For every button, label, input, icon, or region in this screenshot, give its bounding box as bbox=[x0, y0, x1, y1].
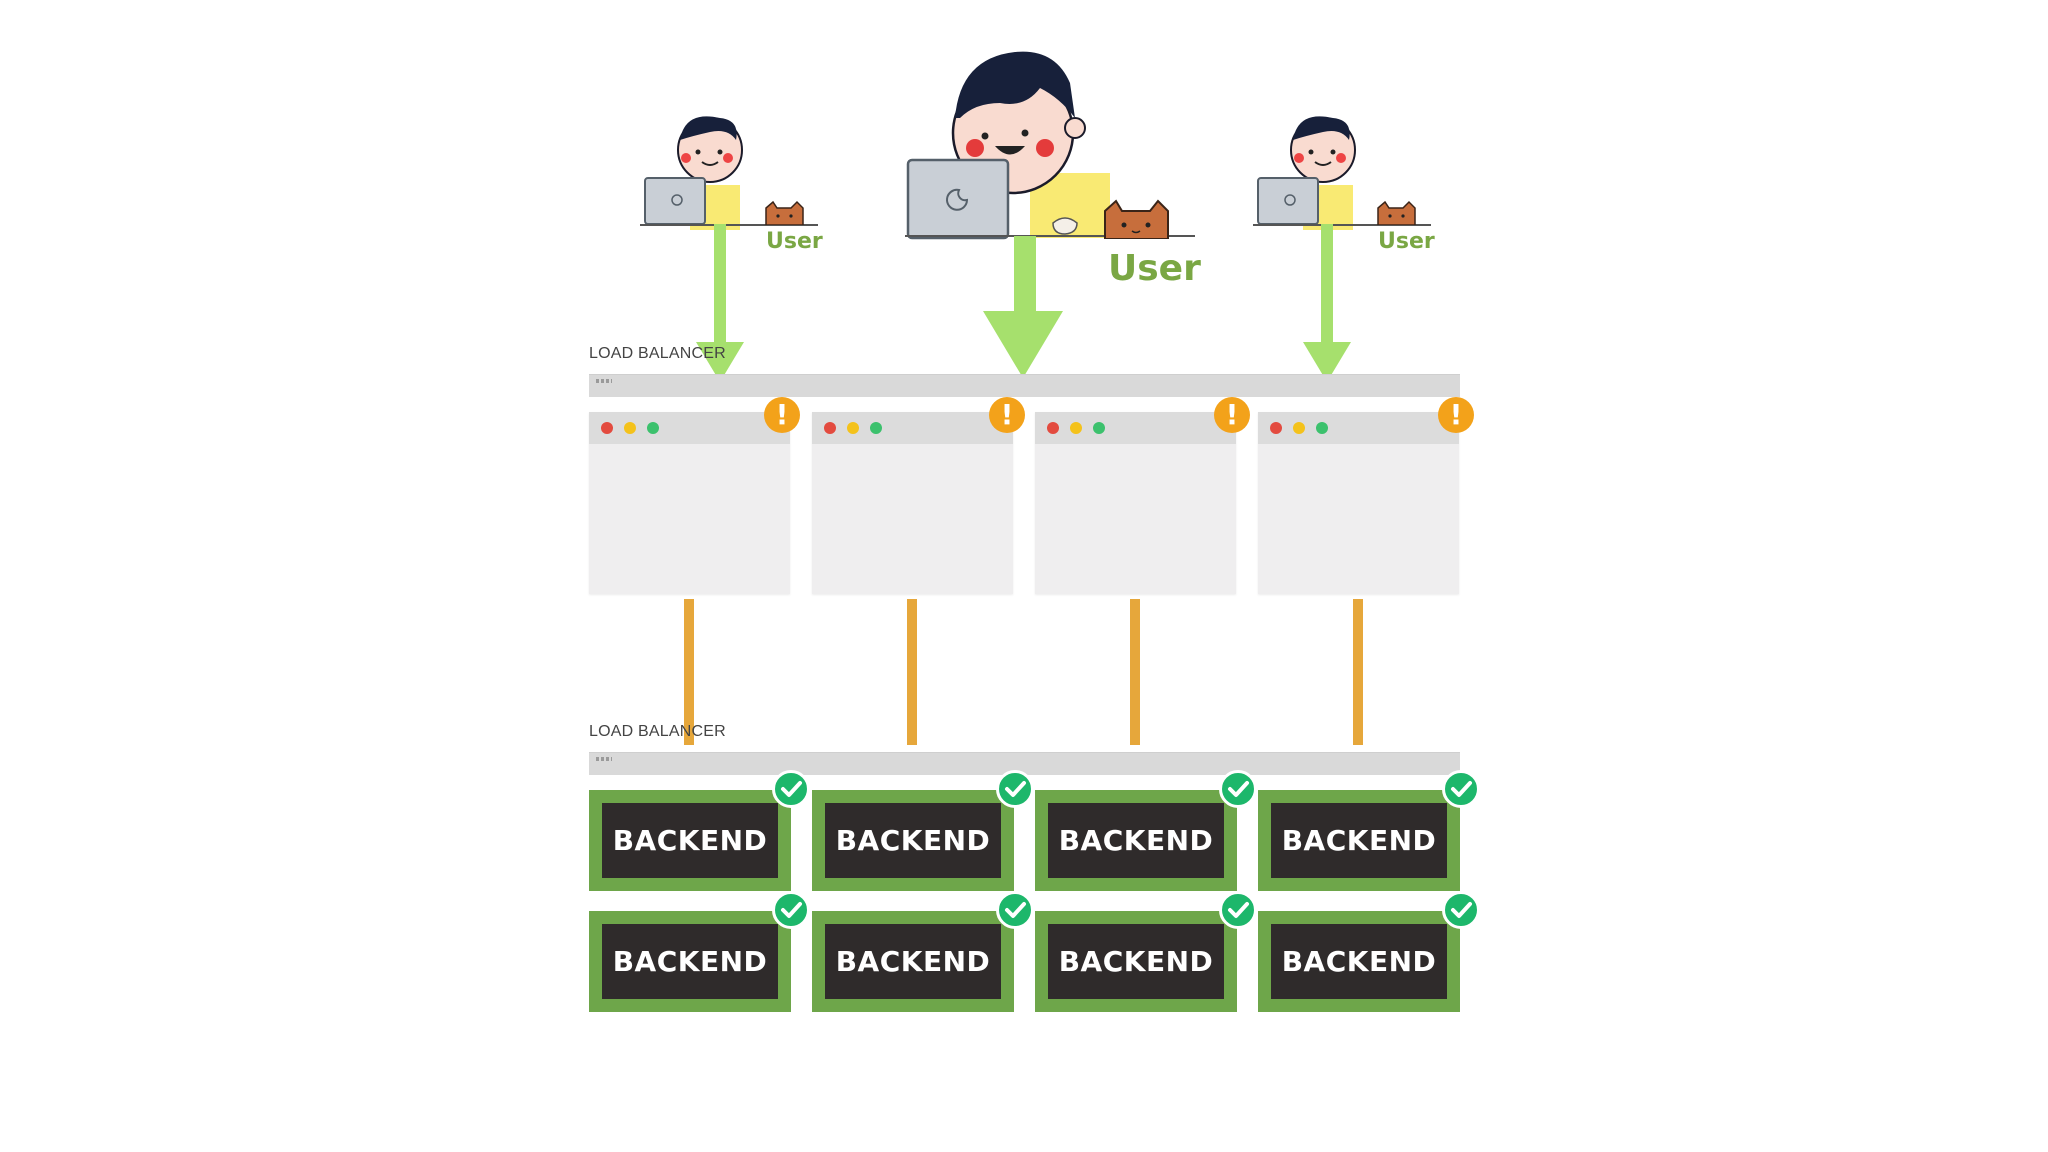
exclamation-icon: ! bbox=[764, 397, 800, 433]
checkmark-icon bbox=[1219, 770, 1257, 808]
minimize-dot-icon bbox=[624, 422, 636, 434]
window-titlebar bbox=[1258, 412, 1459, 444]
minimize-dot-icon bbox=[847, 422, 859, 434]
user-figure-2 bbox=[905, 48, 1195, 243]
frontend-window-4 bbox=[1258, 412, 1459, 594]
exclamation-icon: ! bbox=[989, 397, 1025, 433]
load-balancer-label-1: LOAD BALANCER bbox=[589, 345, 726, 362]
connector-line-2 bbox=[907, 599, 917, 745]
connector-line-1 bbox=[684, 599, 694, 745]
maximize-dot-icon bbox=[1316, 422, 1328, 434]
frontend-window-1 bbox=[589, 412, 790, 594]
checkmark-icon bbox=[996, 891, 1034, 929]
close-dot-icon bbox=[1047, 422, 1059, 434]
backend-box-1: BACKEND bbox=[589, 790, 791, 891]
connector-line-3 bbox=[1130, 599, 1140, 745]
backend-label: BACKEND bbox=[1058, 945, 1214, 978]
backend-box-6: BACKEND bbox=[812, 911, 1014, 1012]
backend-box-5: BACKEND bbox=[589, 911, 791, 1012]
backend-box-2: BACKEND bbox=[812, 790, 1014, 891]
backend-label: BACKEND bbox=[612, 824, 768, 857]
load-balancer-bar-1 bbox=[589, 374, 1460, 397]
maximize-dot-icon bbox=[647, 422, 659, 434]
backend-label: BACKEND bbox=[1281, 824, 1437, 857]
minimize-dot-icon bbox=[1293, 422, 1305, 434]
cat-icon bbox=[1100, 199, 1174, 240]
person-with-laptop-icon bbox=[1253, 116, 1431, 235]
close-dot-icon bbox=[824, 422, 836, 434]
cat-icon bbox=[763, 200, 808, 226]
checkmark-icon bbox=[772, 891, 810, 929]
checkmark-icon bbox=[996, 770, 1034, 808]
backend-label: BACKEND bbox=[612, 945, 768, 978]
backend-label: BACKEND bbox=[835, 824, 991, 857]
maximize-dot-icon bbox=[870, 422, 882, 434]
cat-icon bbox=[1375, 200, 1420, 226]
exclamation-icon: ! bbox=[1438, 397, 1474, 433]
checkmark-icon bbox=[1442, 770, 1480, 808]
down-arrow-icon bbox=[1303, 224, 1351, 382]
close-dot-icon bbox=[601, 422, 613, 434]
backend-label: BACKEND bbox=[1281, 945, 1437, 978]
exclamation-icon: ! bbox=[1214, 397, 1250, 433]
backend-label: BACKEND bbox=[1058, 824, 1214, 857]
backend-box-8: BACKEND bbox=[1258, 911, 1460, 1012]
grip-icon bbox=[596, 757, 612, 761]
backend-box-3: BACKEND bbox=[1035, 790, 1237, 891]
window-titlebar bbox=[1035, 412, 1236, 444]
checkmark-icon bbox=[772, 770, 810, 808]
person-with-laptop-icon bbox=[640, 116, 818, 235]
person-with-laptop-icon bbox=[905, 51, 1195, 240]
grip-icon bbox=[596, 379, 612, 383]
window-titlebar bbox=[812, 412, 1013, 444]
down-arrow-icon bbox=[983, 236, 1063, 378]
checkmark-icon bbox=[1442, 891, 1480, 929]
connector-line-4 bbox=[1353, 599, 1363, 745]
user-label-1: User bbox=[766, 229, 823, 254]
user-label-2: User bbox=[1108, 248, 1201, 289]
minimize-dot-icon bbox=[1070, 422, 1082, 434]
load-balancer-bar-2 bbox=[589, 752, 1460, 775]
maximize-dot-icon bbox=[1093, 422, 1105, 434]
close-dot-icon bbox=[1270, 422, 1282, 434]
frontend-window-2 bbox=[812, 412, 1013, 594]
backend-label: BACKEND bbox=[835, 945, 991, 978]
load-balancer-label-2: LOAD BALANCER bbox=[589, 723, 726, 740]
down-arrow-icon bbox=[696, 224, 744, 382]
checkmark-icon bbox=[1219, 891, 1257, 929]
backend-box-7: BACKEND bbox=[1035, 911, 1237, 1012]
user-figure-3 bbox=[1253, 110, 1433, 235]
user-figure-1 bbox=[640, 110, 820, 235]
user-label-3: User bbox=[1378, 229, 1435, 254]
backend-box-4: BACKEND bbox=[1258, 790, 1460, 891]
frontend-window-3 bbox=[1035, 412, 1236, 594]
window-titlebar bbox=[589, 412, 790, 444]
